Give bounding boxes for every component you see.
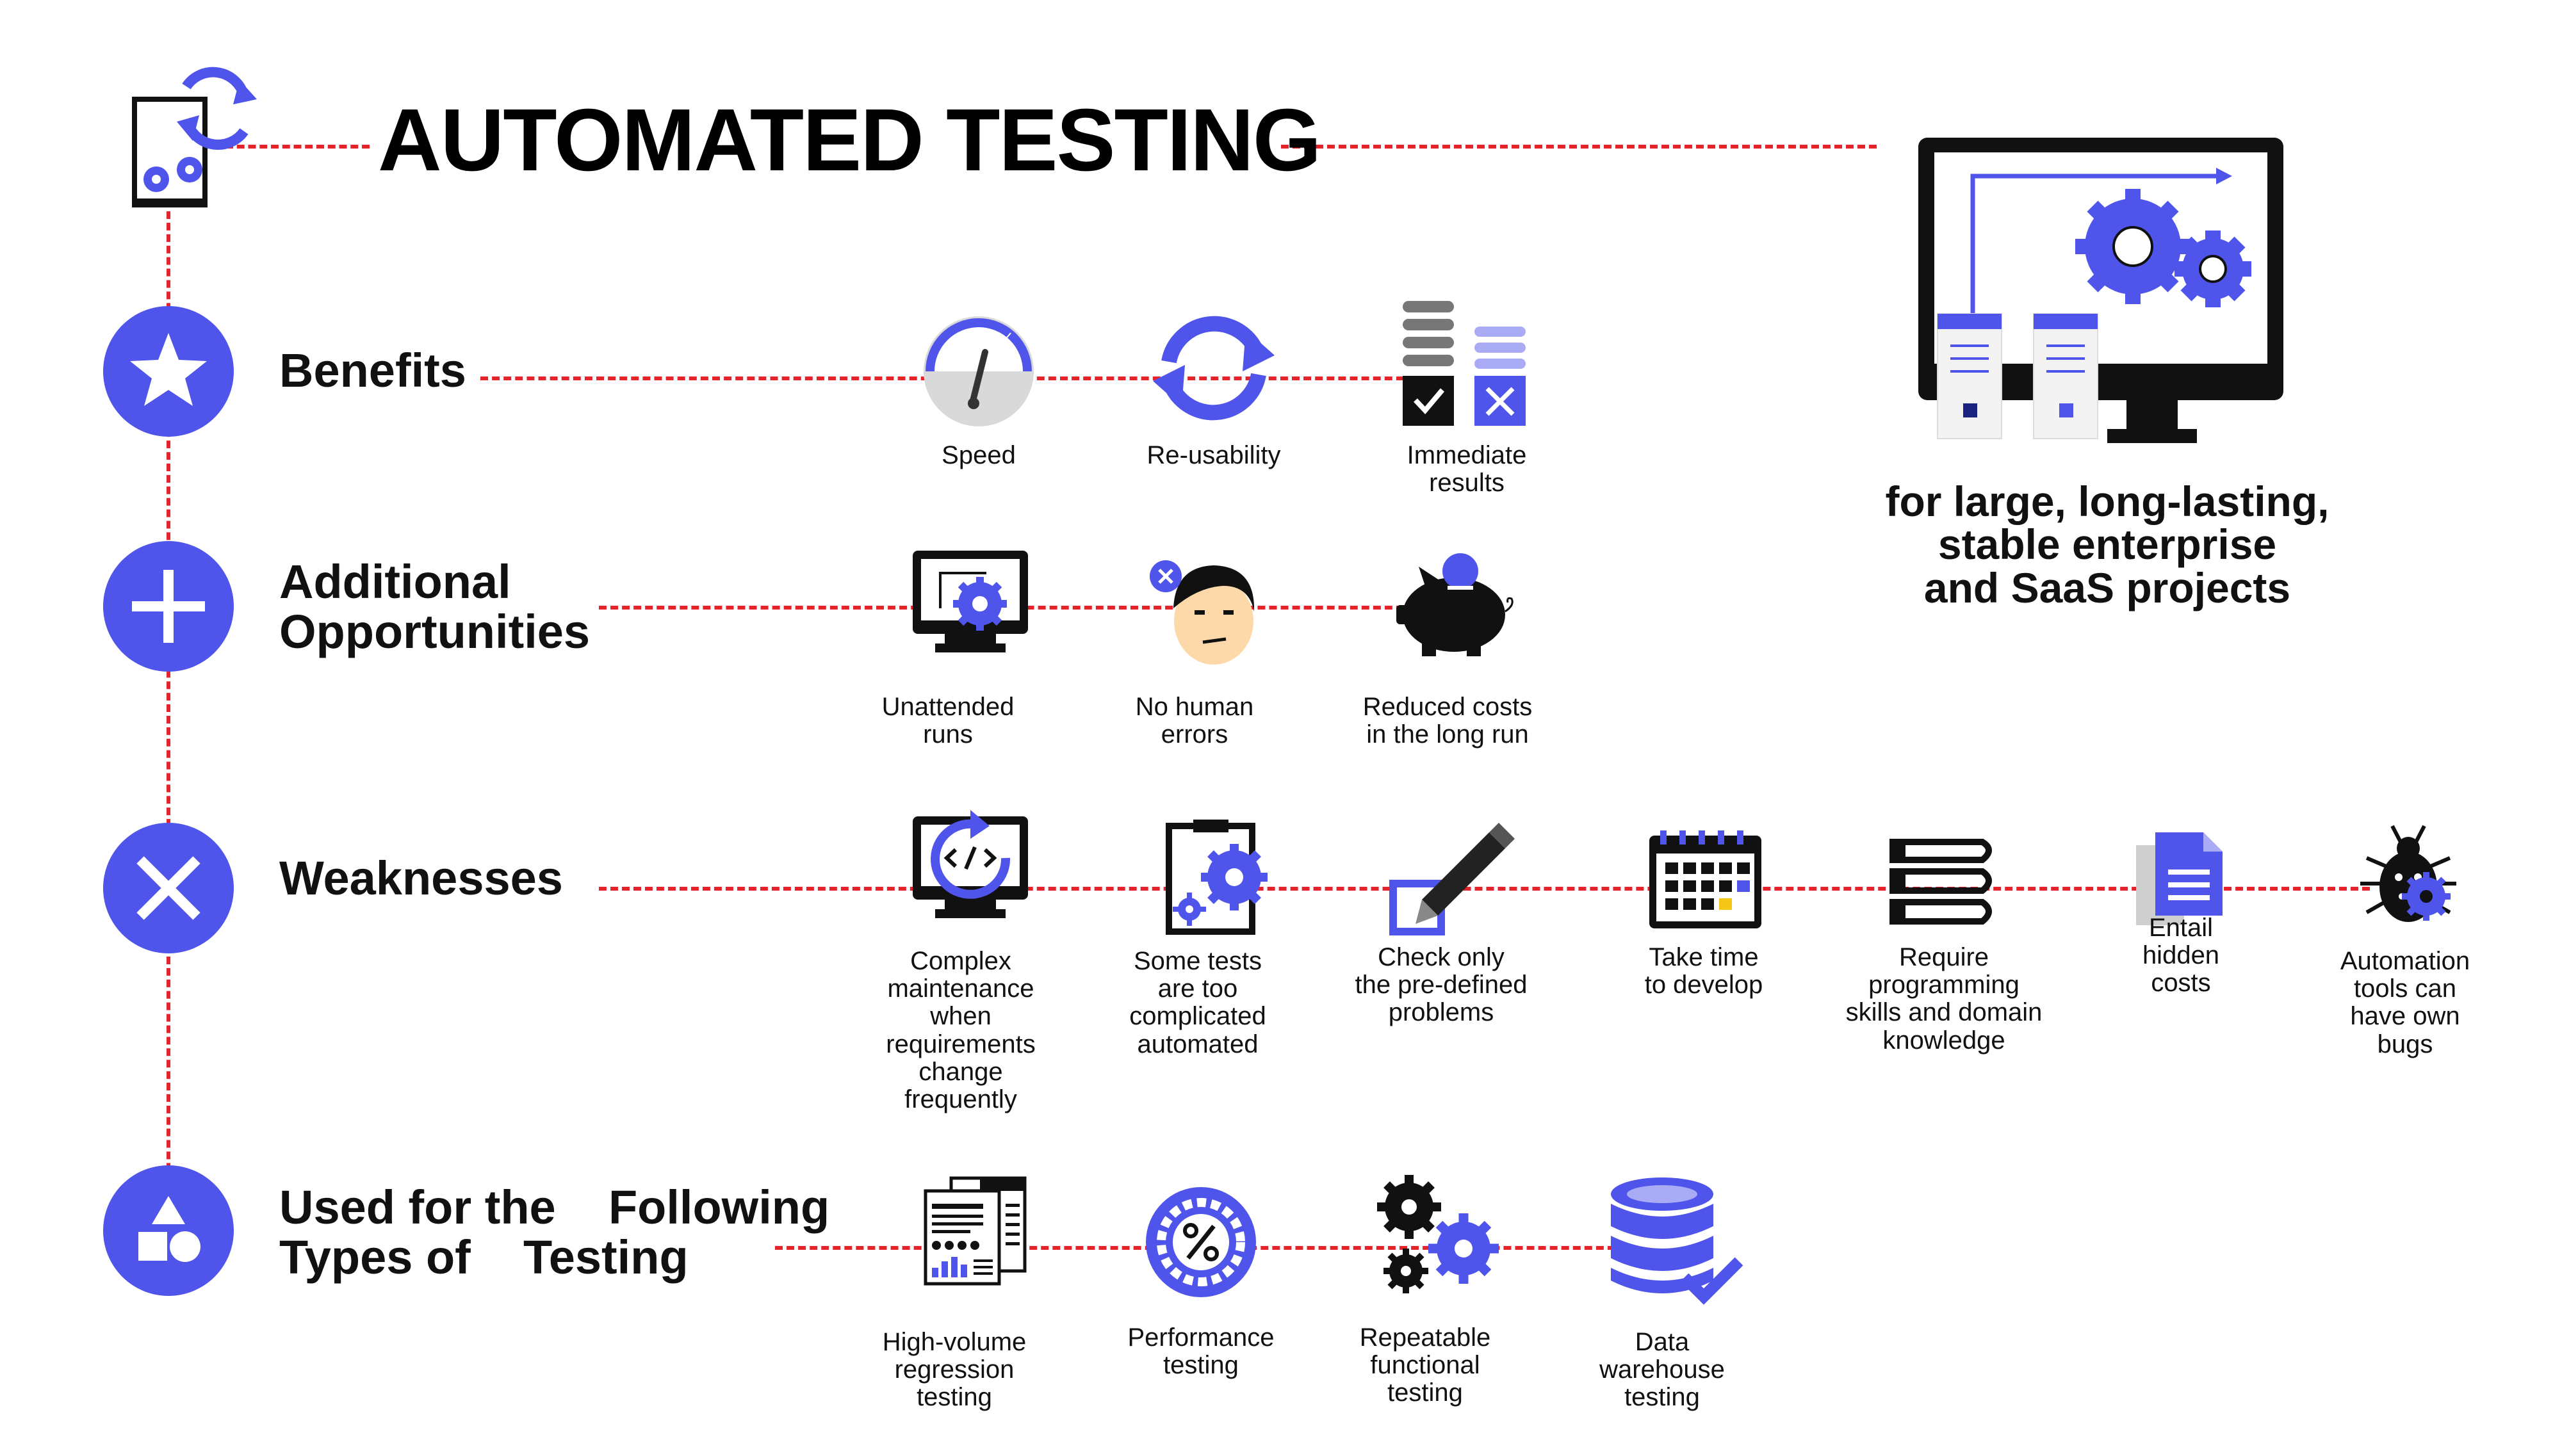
speedometer-icon — [921, 314, 1036, 429]
item-caption: Re-usability — [1146, 441, 1281, 469]
item-caption: Immediate results — [1407, 441, 1527, 497]
monitor-code-icon — [910, 810, 1031, 922]
title-connector-left — [225, 145, 370, 149]
page-title: AUTOMATED TESTING — [378, 91, 1321, 190]
books-icon — [1886, 836, 2002, 932]
title-connector-right — [1281, 145, 1877, 149]
plus-icon — [132, 570, 205, 643]
checklist-results-icon — [1396, 298, 1537, 429]
item-caption: Complex maintenance when requirements ch… — [886, 947, 1036, 1113]
monitor-gears-illustration — [1915, 134, 2287, 448]
item-caption: Unattended runs — [881, 693, 1015, 749]
item-caption: Repeatable functional testing — [1359, 1323, 1491, 1407]
item-caption: Reduced costs in the long run — [1362, 693, 1533, 749]
tagline: for large, long-lasting, stable enterpri… — [1885, 478, 2329, 611]
item-caption: No human errors — [1135, 693, 1254, 749]
shapes-icon — [138, 1196, 200, 1262]
refresh-arrows-icon — [1150, 311, 1278, 426]
item-caption: High-volume regression testing — [882, 1328, 1027, 1412]
opportunities-section-icon — [103, 541, 234, 672]
star-icon — [130, 333, 207, 406]
percent-dial-icon — [1143, 1185, 1259, 1300]
checkbox-pen-icon — [1387, 823, 1515, 938]
opportunities-label: Additional Opportunities — [279, 555, 591, 658]
x-icon — [136, 856, 200, 920]
database-check-icon — [1608, 1175, 1745, 1306]
weaknesses-section-icon — [103, 823, 234, 953]
item-caption: Require programming skills and domain kn… — [1845, 943, 2043, 1055]
item-caption: Automation tools can have own bugs — [2340, 947, 2470, 1058]
clipboard-gears-icon — [1163, 820, 1278, 935]
piggy-bank-icon — [1393, 551, 1521, 659]
weaknesses-connector — [599, 887, 2370, 891]
monitor-gear-icon — [910, 547, 1031, 656]
benefits-section-icon — [103, 306, 234, 437]
calendar-icon — [1646, 829, 1765, 932]
three-gears-icon — [1374, 1172, 1502, 1300]
reports-icon — [922, 1175, 1031, 1287]
document-icon — [2136, 832, 2239, 932]
used-for-label: Used for the Following Types of Testing — [279, 1181, 830, 1284]
item-caption: Take time to develop — [1644, 943, 1763, 999]
item-caption: Data warehouse testing — [1599, 1328, 1725, 1412]
item-caption: Some tests are too complicated automated — [1129, 947, 1266, 1058]
person-face-icon — [1146, 547, 1268, 669]
timeline-connector — [167, 211, 170, 1217]
item-caption: Speed — [942, 441, 1016, 469]
item-caption: Check only the pre-defined problems — [1355, 943, 1528, 1027]
bug-gear-icon — [2351, 820, 2466, 935]
weaknesses-label: Weaknesses — [279, 852, 563, 905]
benefits-label: Benefits — [279, 344, 466, 397]
used-for-section-icon — [103, 1165, 234, 1296]
item-caption: Performance testing — [1127, 1323, 1275, 1380]
item-caption: Entail hidden costs — [2142, 914, 2220, 998]
tablet-gears-refresh-icon — [126, 61, 266, 214]
